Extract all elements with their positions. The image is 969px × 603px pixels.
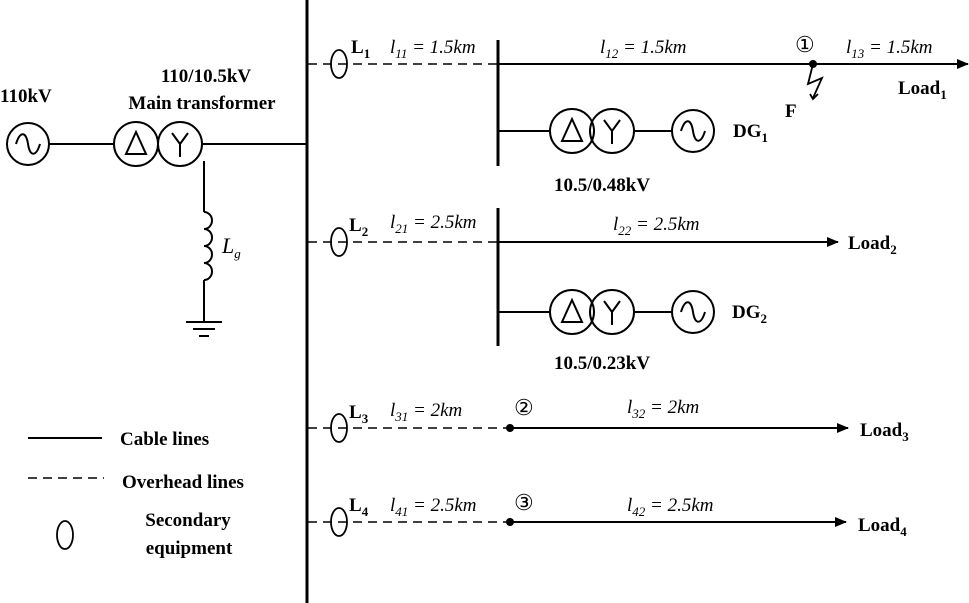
main-transformer-icon <box>113 121 203 167</box>
feeder-2: L2 l21 = 2.5km l22 = 2.5km Load2 DG2 10.… <box>308 208 897 374</box>
load-label-4: Load4 <box>858 515 907 539</box>
dg2-label: DG2 <box>732 302 767 326</box>
fault-point-2-label: ② <box>514 395 534 420</box>
secondary-equipment-icon <box>330 49 348 79</box>
dg2-generator-icon <box>671 290 715 334</box>
fault-point-3-label: ③ <box>514 490 534 515</box>
dg1-generator-icon <box>671 109 715 153</box>
switch-label-L4: L4 <box>349 495 369 519</box>
dg1-transformer-icon <box>549 108 635 154</box>
legend-secondary-label-1: Secondary <box>145 510 231 531</box>
grounding-inductor-label: Lg <box>221 233 241 261</box>
length-label-l21: l21 = 2.5km <box>390 212 477 236</box>
dg2-transformer-icon <box>549 289 635 335</box>
legend-cable-label: Cable lines <box>120 429 209 450</box>
secondary-equipment-icon <box>330 507 348 537</box>
length-label-l32: l32 = 2km <box>627 397 699 421</box>
legend-overhead-label: Overhead lines <box>122 472 244 493</box>
length-label-l11: l11 = 1.5km <box>390 37 476 61</box>
fault-lightning-icon <box>806 63 824 99</box>
switch-label-L1: L1 <box>351 37 370 61</box>
transformer-name-label: Main transformer <box>128 93 276 114</box>
length-label-l12: l12 = 1.5km <box>600 37 687 61</box>
feeder-3: L3 l31 = 2km ② l32 = 2km Load3 <box>308 395 909 444</box>
transformer-rating-label: 110/10.5kV <box>161 66 252 87</box>
grounding-inductor-icon <box>203 211 213 281</box>
length-label-l41: l41 = 2.5km <box>390 495 477 519</box>
ground-icon <box>186 321 222 337</box>
load-label-1: Load1 <box>898 78 947 102</box>
dg2-transformer-rating: 10.5/0.23kV <box>554 353 650 374</box>
switch-label-L2: L2 <box>349 215 368 239</box>
switch-label-L3: L3 <box>349 402 369 426</box>
legend-secondary-label-2: equipment <box>146 538 233 559</box>
dg1-label: DG1 <box>733 121 768 145</box>
fault-point-1-node <box>809 60 817 68</box>
feeder-4: L4 l41 = 2.5km ③ l42 = 2.5km Load4 <box>308 490 907 539</box>
ac-source-icon <box>6 122 50 166</box>
source-voltage-label: 110kV <box>0 86 52 107</box>
legend-secondary-icon <box>56 520 74 550</box>
secondary-equipment-icon <box>330 227 348 257</box>
source-section: 110kV 110/10.5kV Main transformer Lg <box>0 0 309 603</box>
secondary-equipment-icon <box>330 413 348 443</box>
legend: Cable lines Overhead lines Secondary equ… <box>28 429 244 559</box>
feeder-1: L1 l11 = 1.5km l12 = 1.5km l13 = 1.5km ①… <box>308 32 969 196</box>
length-label-l22: l22 = 2.5km <box>613 214 700 238</box>
length-label-l42: l42 = 2.5km <box>627 495 714 519</box>
fault-arrowhead <box>809 93 819 101</box>
length-label-l31: l31 = 2km <box>390 400 462 424</box>
load-label-2: Load2 <box>848 233 897 257</box>
dg1-transformer-rating: 10.5/0.48kV <box>554 175 650 196</box>
load-label-3: Load3 <box>860 420 909 444</box>
fault-label: F <box>785 101 797 122</box>
length-label-l13: l13 = 1.5km <box>846 37 933 61</box>
fault-point-1-label: ① <box>795 32 815 57</box>
